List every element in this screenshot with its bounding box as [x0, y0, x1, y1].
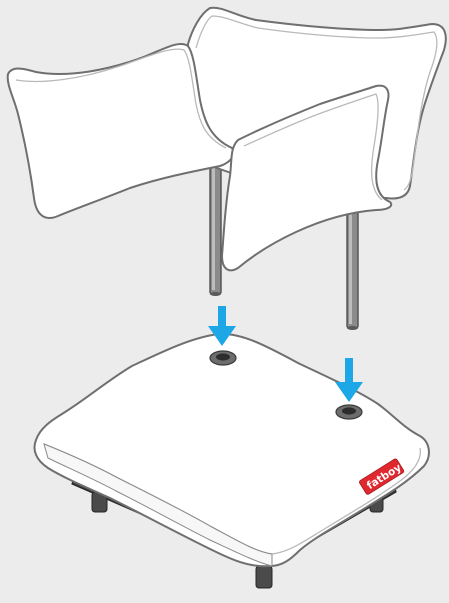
base-leg	[256, 566, 272, 588]
mounting-hole-right	[336, 405, 362, 419]
seat-cushion	[35, 334, 429, 566]
backrest-cushions	[8, 8, 446, 271]
seat-base: fatboy	[35, 334, 429, 588]
mounting-hole-left	[210, 351, 236, 365]
